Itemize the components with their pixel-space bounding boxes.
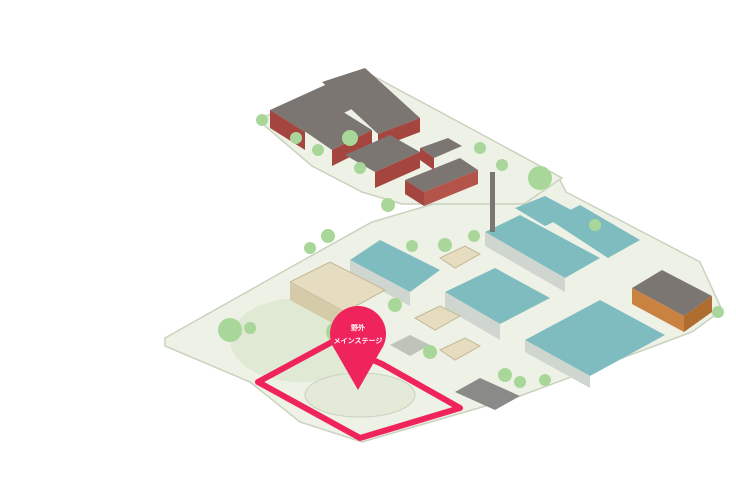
- location-pin[interactable]: [330, 306, 386, 390]
- pin-label-line1: 野外: [351, 324, 365, 332]
- pin-label[interactable]: 野外 メインステージ: [318, 322, 398, 348]
- brick-buildings: [270, 68, 712, 332]
- pin-label-line2: メインステージ: [333, 337, 383, 345]
- teal-buildings: [350, 196, 665, 388]
- beige-buildings: [288, 172, 520, 410]
- stage-route: [255, 339, 463, 441]
- map-pin-icon[interactable]: [330, 306, 386, 390]
